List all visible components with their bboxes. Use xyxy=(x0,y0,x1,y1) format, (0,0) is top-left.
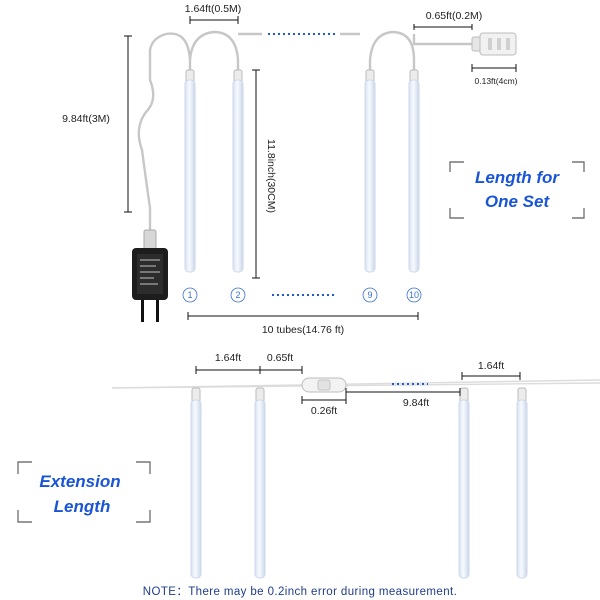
tube-number-10: 10 xyxy=(409,290,419,300)
dim-cable: 9.84ft(3M) xyxy=(62,35,132,213)
extension-tube-1 xyxy=(190,387,202,579)
one-set-title-line2: One Set xyxy=(485,192,551,211)
tube-number-9: 9 xyxy=(367,290,372,300)
extension-tube-2 xyxy=(254,387,266,579)
extension-tube-4 xyxy=(516,387,528,579)
dim-lead: 0.65ft(0.2M) xyxy=(413,10,483,30)
tube-number-2: 2 xyxy=(235,290,240,300)
tube-1 xyxy=(184,69,196,273)
power-adapter xyxy=(132,229,168,322)
title-extension: Extension Length xyxy=(17,461,151,523)
one-set-title-line1: Length for xyxy=(475,168,560,187)
tube-numbers: 1 2 9 10 xyxy=(182,287,422,303)
dim-spacing: 1.64ft(0.5M) xyxy=(185,3,242,24)
dim-tube: 11.8inch(30CM) xyxy=(252,69,277,279)
ext-lead-label: 0.65ft xyxy=(267,352,293,364)
tube-9 xyxy=(364,69,376,273)
end-connector xyxy=(471,32,517,56)
dim-connector: 0.13ft(4cm) xyxy=(471,64,518,86)
connector-label: 0.13ft(4cm) xyxy=(475,76,518,86)
tube-length-label: 11.8inch(30CM) xyxy=(265,139,277,213)
extension-title-line2: Length xyxy=(54,497,111,516)
ext-connector-label: 0.26ft xyxy=(311,405,337,417)
extension-title-line1: Extension xyxy=(39,472,120,491)
lead-label: 0.65ft(0.2M) xyxy=(426,10,483,22)
tube-number-1: 1 xyxy=(187,290,192,300)
ext-dim-right-spacing: 1.64ft xyxy=(461,360,521,380)
tube-10 xyxy=(408,69,420,273)
cable-label: 9.84ft(3M) xyxy=(62,113,110,125)
extension-set: 1.64ft 0.65ft 0.26ft 9.84ft 1.64ft Exten… xyxy=(17,352,600,579)
dim-total: 10 tubes(14.76 ft) xyxy=(187,312,419,336)
extension-tubes xyxy=(190,387,528,579)
inline-connector xyxy=(301,377,347,393)
extension-tube-3 xyxy=(458,387,470,579)
ext-spacing-label: 1.64ft xyxy=(215,352,241,364)
total-label: 10 tubes(14.76 ft) xyxy=(262,324,344,336)
ext-dim-spacing: 1.64ft xyxy=(195,352,261,374)
ext-dim-gap: 9.84ft xyxy=(345,388,461,409)
title-one-set: Length for One Set xyxy=(449,161,585,219)
ext-dim-connector: 0.26ft xyxy=(301,396,347,417)
tube-2 xyxy=(232,69,244,273)
measurement-note: NOTE：There may be 0.2inch error during m… xyxy=(143,586,457,598)
ext-dim-lead: 0.65ft xyxy=(259,352,303,374)
main-cable xyxy=(137,30,476,238)
top-set: 1 2 9 10 1.64ft(0.5M) 0.65ft(0.2M) 0.13f… xyxy=(62,3,585,336)
ext-gap-label: 9.84ft xyxy=(403,397,429,409)
ext-right-spacing-label: 1.64ft xyxy=(478,360,504,372)
top-tubes xyxy=(184,69,420,273)
spacing-label: 1.64ft(0.5M) xyxy=(185,3,242,15)
